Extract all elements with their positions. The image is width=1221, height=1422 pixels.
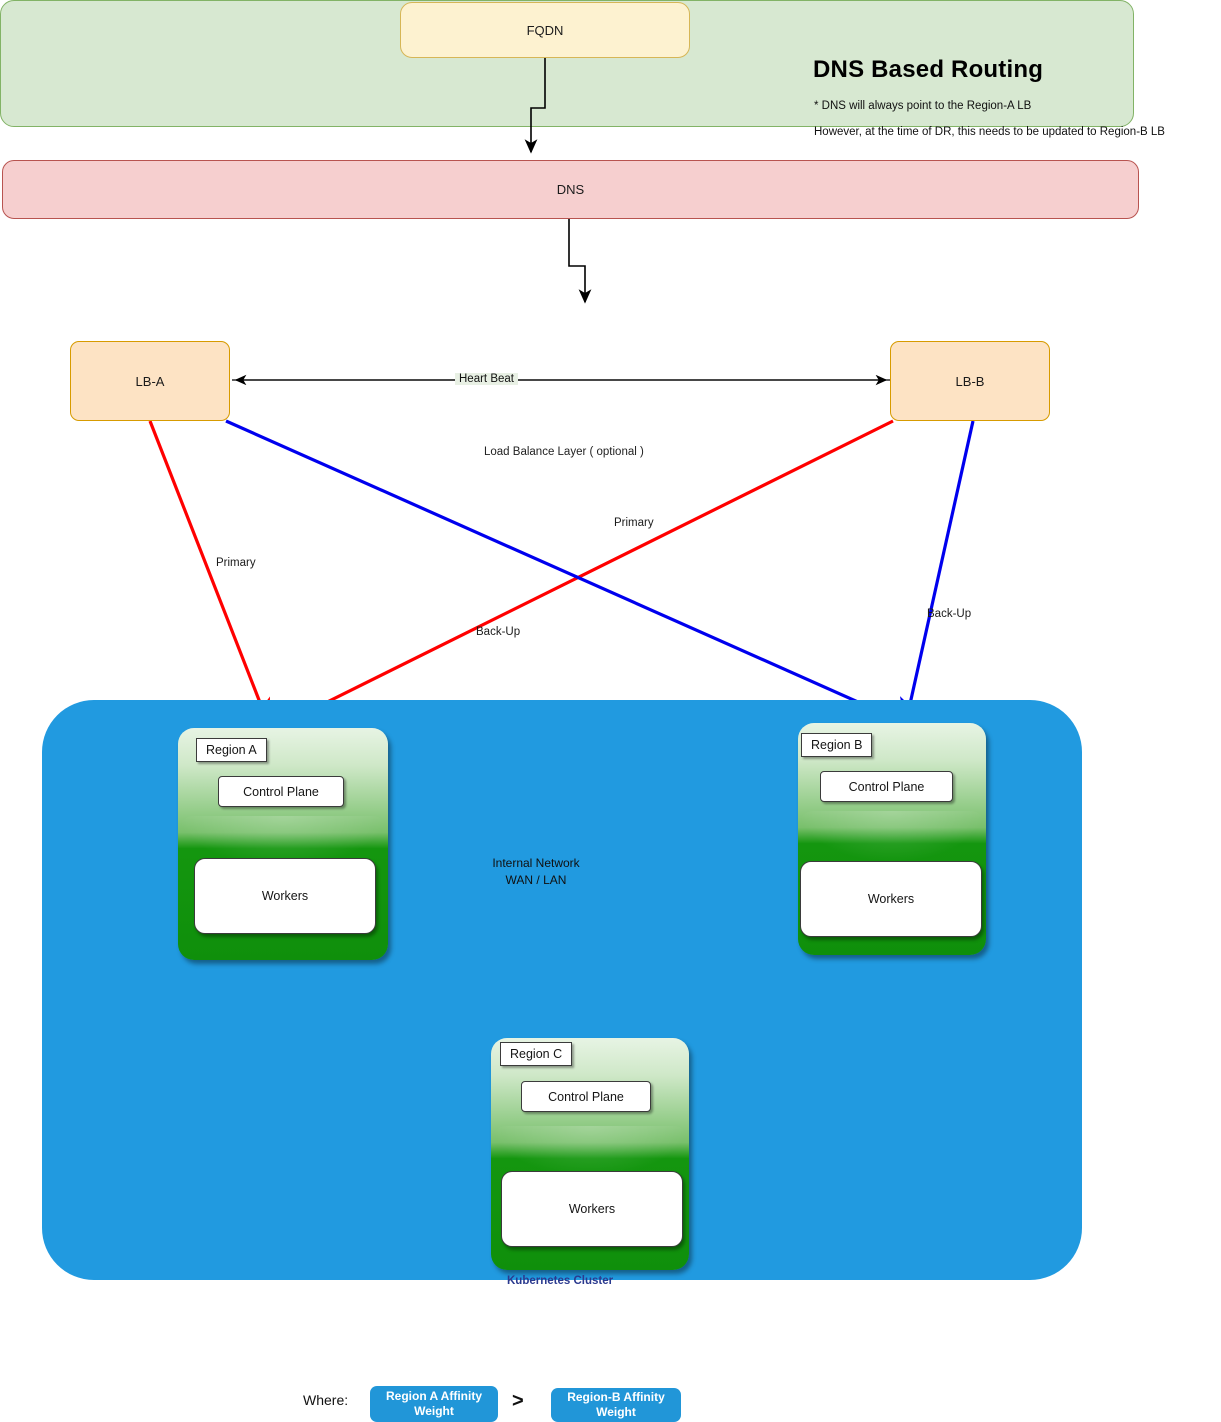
page-title: DNS Based Routing — [813, 56, 1044, 83]
edge-lbb-backup-regionb — [899, 420, 975, 726]
legend-where-label: Where: — [303, 1392, 349, 1408]
region-c-tag: Region C — [500, 1042, 573, 1066]
internal-network-line1: Internal Network — [492, 856, 580, 870]
note-dns-region-a: * DNS will always point to the Region-A … — [814, 100, 1032, 112]
edge-lba-backup-regionb — [225, 419, 906, 724]
legend-chip-region-a-affinity[interactable]: Region A Affinity Weight — [370, 1386, 498, 1422]
edge-label-primary-b: Primary — [614, 517, 654, 529]
note-dr-region-b: However, at the time of DR, this needs t… — [814, 126, 1165, 138]
region-b-tag: Region B — [801, 733, 873, 757]
region-a-workers[interactable]: Workers — [194, 858, 376, 934]
legend-operator-greater-than: > — [512, 1390, 524, 1412]
kubernetes-cluster-caption: Kubernetes Cluster — [507, 1275, 614, 1287]
node-lb-a[interactable]: LB-A — [70, 341, 230, 421]
node-lb-b[interactable]: LB-B — [890, 341, 1050, 421]
region-a-control-plane[interactable]: Control Plane — [218, 776, 344, 807]
edge-label-backup-b: Back-Up — [927, 608, 972, 620]
region-b-workers[interactable]: Workers — [800, 861, 982, 937]
legend-chip-region-b-affinity[interactable]: Region-B Affinity Weight — [551, 1388, 681, 1422]
region-c-workers[interactable]: Workers — [501, 1171, 683, 1247]
node-fqdn[interactable]: FQDN — [400, 2, 690, 58]
internal-network-label: Internal Network WAN / LAN — [470, 855, 602, 889]
node-dns[interactable]: DNS — [2, 160, 1139, 219]
region-a-tag: Region A — [196, 738, 267, 762]
edge-label-primary-a: Primary — [216, 557, 256, 569]
internal-network-line2: WAN / LAN — [505, 873, 567, 887]
region-c-control-plane[interactable]: Control Plane — [521, 1081, 651, 1112]
edge-dns-to-lb-layer — [568, 219, 592, 304]
region-b-control-plane[interactable]: Control Plane — [820, 771, 953, 802]
edge-lba-primary-regiona — [148, 420, 270, 726]
edge-label-backup-a: Back-Up — [476, 626, 521, 638]
edge-lbb-primary-regiona — [282, 419, 894, 725]
edge-fqdn-to-dns — [524, 58, 546, 154]
edge-label-heart-beat: Heart Beat — [455, 373, 518, 385]
load-balance-layer-caption: Load Balance Layer ( optional ) — [484, 446, 644, 458]
